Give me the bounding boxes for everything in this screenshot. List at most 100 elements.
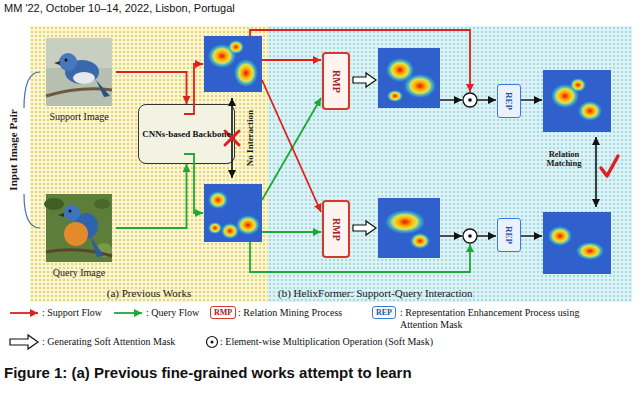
module-box: RMP [322,52,350,110]
heatmap-blob [578,101,602,121]
bird-beak [58,213,64,217]
product-arrow [477,235,496,236]
double-arrow [231,98,233,178]
bird-head [59,53,77,71]
multiply-circle [463,229,477,243]
bird-wing [74,213,98,239]
double-arrow [595,137,597,207]
region-band: (a) Previous Works Support ImageQuery Ima… [30,26,268,302]
legend-text: : Generating Soft Attention Mask [42,336,175,348]
bracket-line [24,194,40,228]
feature-map [543,212,611,274]
bird-tail [96,80,110,97]
image-node: Query Image [42,192,116,278]
image-caption: Query Image [53,267,105,278]
multiply-circle [463,93,477,107]
leaf [44,198,64,210]
flow-arrows [184,30,596,272]
support-flow-arrow [262,80,321,212]
legend-support-arrow [10,312,38,314]
input-bracket [24,72,40,228]
heatmap-blob [551,84,579,108]
legend-samples [10,313,218,349]
output-arrow [521,99,542,100]
bird-tail [90,236,104,257]
image-node: Support Image [42,36,116,122]
heatmap-ground [378,198,440,258]
module-box: REP [497,84,521,118]
heatmap-blob [386,58,414,82]
support-flow-arrow [184,64,203,114]
module-box: RMP [322,200,350,258]
box-label: CNNs-based Backbone [142,129,230,139]
heatmap-ground [378,48,440,108]
module-label: REP [504,226,514,244]
heatmap-blob [236,215,260,235]
legend-multiply-circle [207,337,218,348]
figure-caption: Figure 1: (a) Previous fine-grained work… [4,364,412,381]
bird-eye [69,210,72,213]
feature-map [543,70,611,132]
mask-arrow [440,99,462,100]
feature-map [204,184,262,242]
photo-ground [46,38,112,106]
heatmap-blob [208,44,236,68]
cross-mark [225,131,239,145]
image-caption: Support Image [49,111,108,122]
query-flow-arrow [262,231,321,233]
heatmap-ground [543,212,611,274]
heatmap-blob [387,90,403,102]
check-mark [601,156,618,176]
heatmap-ground [204,36,262,92]
cross-stroke [225,131,239,145]
heatmap-blob [208,191,228,209]
region-title: (a) Previous Works [107,287,191,299]
product-arrow [477,99,496,100]
feature-map [378,48,440,108]
leaf [94,199,110,209]
support-flow-arrow [250,30,470,92]
heatmap-blob [221,223,239,239]
legend-text: : Support Flow [42,307,102,319]
heatmap-blob [410,233,430,249]
branch [46,250,112,256]
feature-map [378,198,440,258]
multiply-symbol [463,229,477,243]
hollow-arrow [353,221,376,235]
legend-hollow-arrow [10,335,38,349]
legend-text: : Relation Mining Process [238,307,342,319]
heatmap-blob [208,222,222,234]
leaf [96,243,112,257]
heatmap-blob [228,40,244,54]
query-flow-arrow [262,98,321,200]
bird-head [64,205,80,221]
mask-arrow [440,235,462,236]
photo-sky [46,38,112,68]
flow-connector [116,72,187,104]
legend-text: : Representation Enhancement Process usi… [400,307,590,331]
cross-stroke [225,131,239,145]
heatmap-blob [385,210,425,234]
heatmap-ground [543,70,611,132]
multiply-dot [468,98,472,102]
heatmap-blob [576,242,604,260]
legend-sample-box: REP [372,306,396,319]
bird-beak [54,61,60,65]
photo-ground [46,194,112,262]
hollow-arrow [353,73,376,87]
bird-eye [65,59,68,62]
output-arrow [521,235,542,236]
feature-map [204,36,262,92]
multiply-symbol [463,93,477,107]
query-flow-arrow [250,242,470,272]
heatmap-ground [204,184,262,242]
bird-body [65,60,99,84]
module-label: RMP [331,70,342,93]
legend-multiply-dot [211,341,214,344]
multiply-dot [468,234,472,238]
heatmap-blob [570,78,586,92]
legend-text: : Query Flow [146,307,199,319]
region-title: (b) HelixFormer: Support-Query Interacti… [278,287,473,299]
